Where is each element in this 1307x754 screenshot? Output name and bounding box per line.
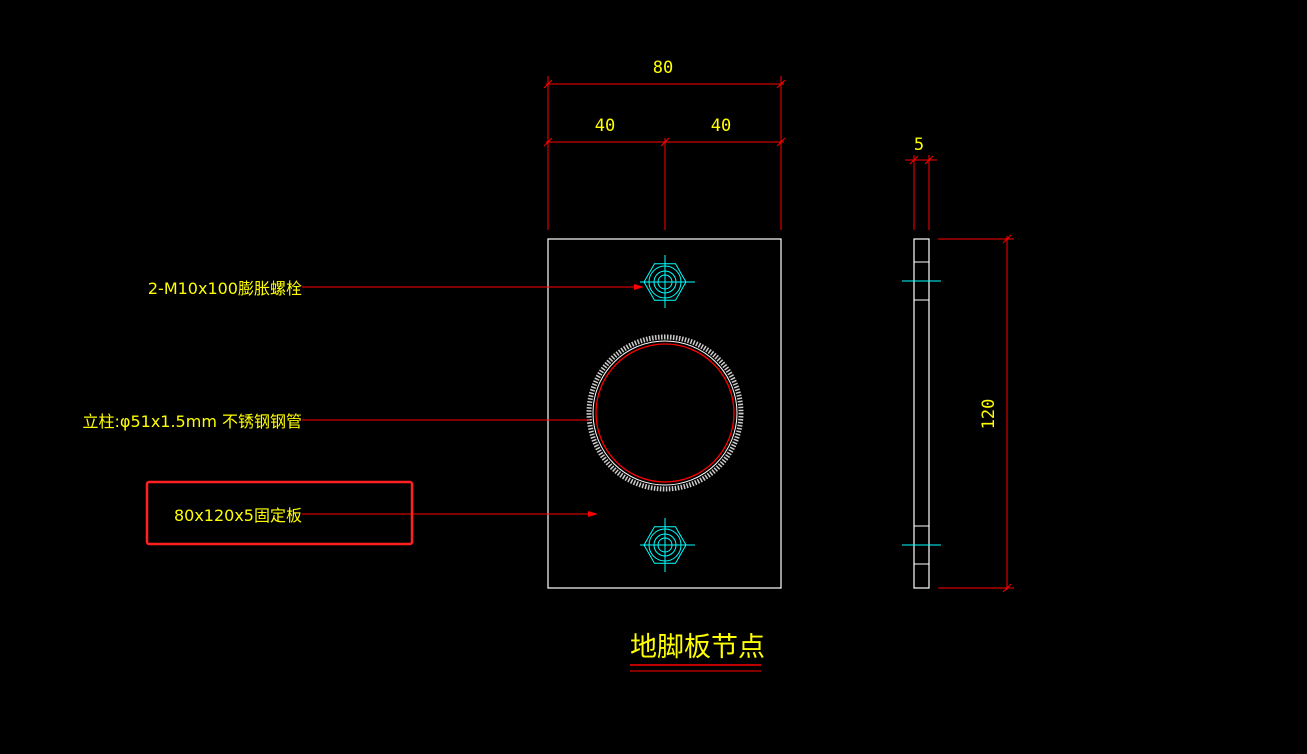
leader-plate xyxy=(302,511,598,517)
leader-arrow-icon xyxy=(588,511,598,517)
leader-bolt xyxy=(302,284,644,290)
dim-tick-left xyxy=(543,79,553,89)
dim-tick-bottom xyxy=(1002,583,1012,593)
dim-tick-left xyxy=(909,155,919,165)
post-label: 立柱:φ51x1.5mm 不锈钢钢管 xyxy=(83,412,302,431)
base-plate-side-view xyxy=(902,238,941,589)
plate-outline xyxy=(547,238,782,589)
leader-arrow-icon xyxy=(634,284,644,290)
tube-inner-circle xyxy=(595,343,735,483)
dim-tick-left xyxy=(543,137,553,147)
base-plate-front-view xyxy=(547,238,782,589)
drawing-title: 地脚板节点 xyxy=(630,632,765,663)
dimension-80-text: 80 xyxy=(653,58,673,78)
dim-tick-center xyxy=(660,137,670,147)
plate-label: 80x120x5固定板 xyxy=(174,506,302,525)
dimension-5-text: 5 xyxy=(914,135,924,155)
tube-outer-circle xyxy=(592,340,738,486)
highlight-box xyxy=(145,480,414,546)
dimension-120-text: 120 xyxy=(979,399,999,430)
anchor-bolt-bottom xyxy=(640,518,695,572)
dimension-40-left-text: 40 xyxy=(595,116,615,136)
tube-weld-outer xyxy=(586,334,744,492)
dimension-half-widths xyxy=(543,137,786,230)
dim-tick-right xyxy=(776,79,786,89)
dim-tick-right xyxy=(924,155,934,165)
side-plate-outline xyxy=(913,238,930,589)
dim-tick-right xyxy=(776,137,786,147)
dimension-height xyxy=(938,234,1014,593)
dimension-overall-width xyxy=(543,76,786,230)
anchor-bolt-top xyxy=(640,255,695,308)
dim-tick-top xyxy=(1002,234,1012,244)
post-tube-section xyxy=(586,334,744,492)
dimension-40-right-text: 40 xyxy=(711,116,731,136)
dimension-thickness xyxy=(905,155,937,230)
bolt-label: 2-M10x100膨胀螺栓 xyxy=(148,279,302,298)
